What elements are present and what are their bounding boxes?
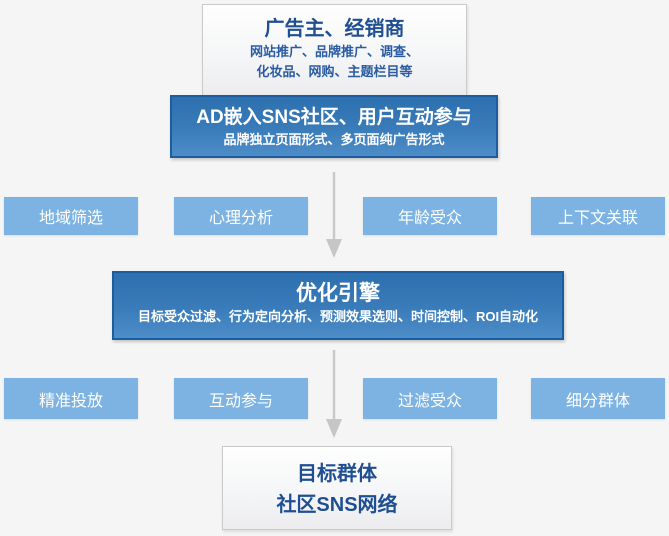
target-group-line2: 社区SNS网络: [276, 494, 398, 516]
chip-psychology-analysis-label: 心理分析: [208, 210, 273, 227]
chip-age-audience-label: 年龄受众: [397, 210, 462, 227]
target-group-box: 目标群体 社区SNS网络: [222, 446, 452, 530]
chip-context-relevance: 上下文关联: [531, 197, 665, 235]
chip-age-audience: 年龄受众: [363, 197, 497, 235]
chip-region-filter-label: 地域筛选: [38, 210, 103, 227]
chip-segmented-groups: 细分群体: [531, 378, 665, 419]
chip-context-relevance-label: 上下文关联: [557, 210, 638, 227]
ad-sns-title: AD嵌入SNS社区、用户互动参与: [196, 107, 472, 128]
chip-interactive-participation: 互动参与: [174, 378, 308, 419]
chip-segmented-groups-label: 细分群体: [565, 392, 630, 410]
optimization-engine-subtitle: 目标受众过滤、行为定向分析、预测效果选则、时间控制、ROI自动化: [137, 309, 539, 324]
chip-filtered-audience: 过滤受众: [363, 378, 497, 419]
advertisers-box: 广告主、经销商 网站推广、品牌推广、调查、 化妆品、网购、主题栏目等: [202, 4, 467, 97]
arrow-down-1: [326, 172, 342, 258]
chip-precise-delivery-label: 精准投放: [38, 392, 103, 410]
ad-sns-subtitle: 品牌独立页面形式、多页面纯广告形式: [223, 132, 445, 147]
target-group-line1: 目标群体: [297, 463, 377, 485]
optimization-engine-box: 优化引擎 目标受众过滤、行为定向分析、预测效果选则、时间控制、ROI自动化: [112, 271, 564, 340]
advertisers-subtitle-line2: 化妆品、网购、主题栏目等: [256, 64, 413, 79]
ad-sns-box: AD嵌入SNS社区、用户互动参与 品牌独立页面形式、多页面纯广告形式: [170, 95, 498, 158]
chip-interactive-participation-label: 互动参与: [208, 392, 273, 410]
chip-filtered-audience-label: 过滤受众: [397, 392, 462, 410]
advertisers-title: 广告主、经销商: [264, 18, 405, 40]
chip-psychology-analysis: 心理分析: [174, 197, 308, 235]
advertisers-subtitle-line1: 网站推广、品牌推广、调查、: [249, 44, 419, 59]
chip-precise-delivery: 精准投放: [4, 378, 138, 419]
arrow-down-2: [326, 350, 342, 438]
chip-region-filter: 地域筛选: [4, 197, 138, 235]
optimization-engine-title: 优化引擎: [296, 282, 380, 305]
